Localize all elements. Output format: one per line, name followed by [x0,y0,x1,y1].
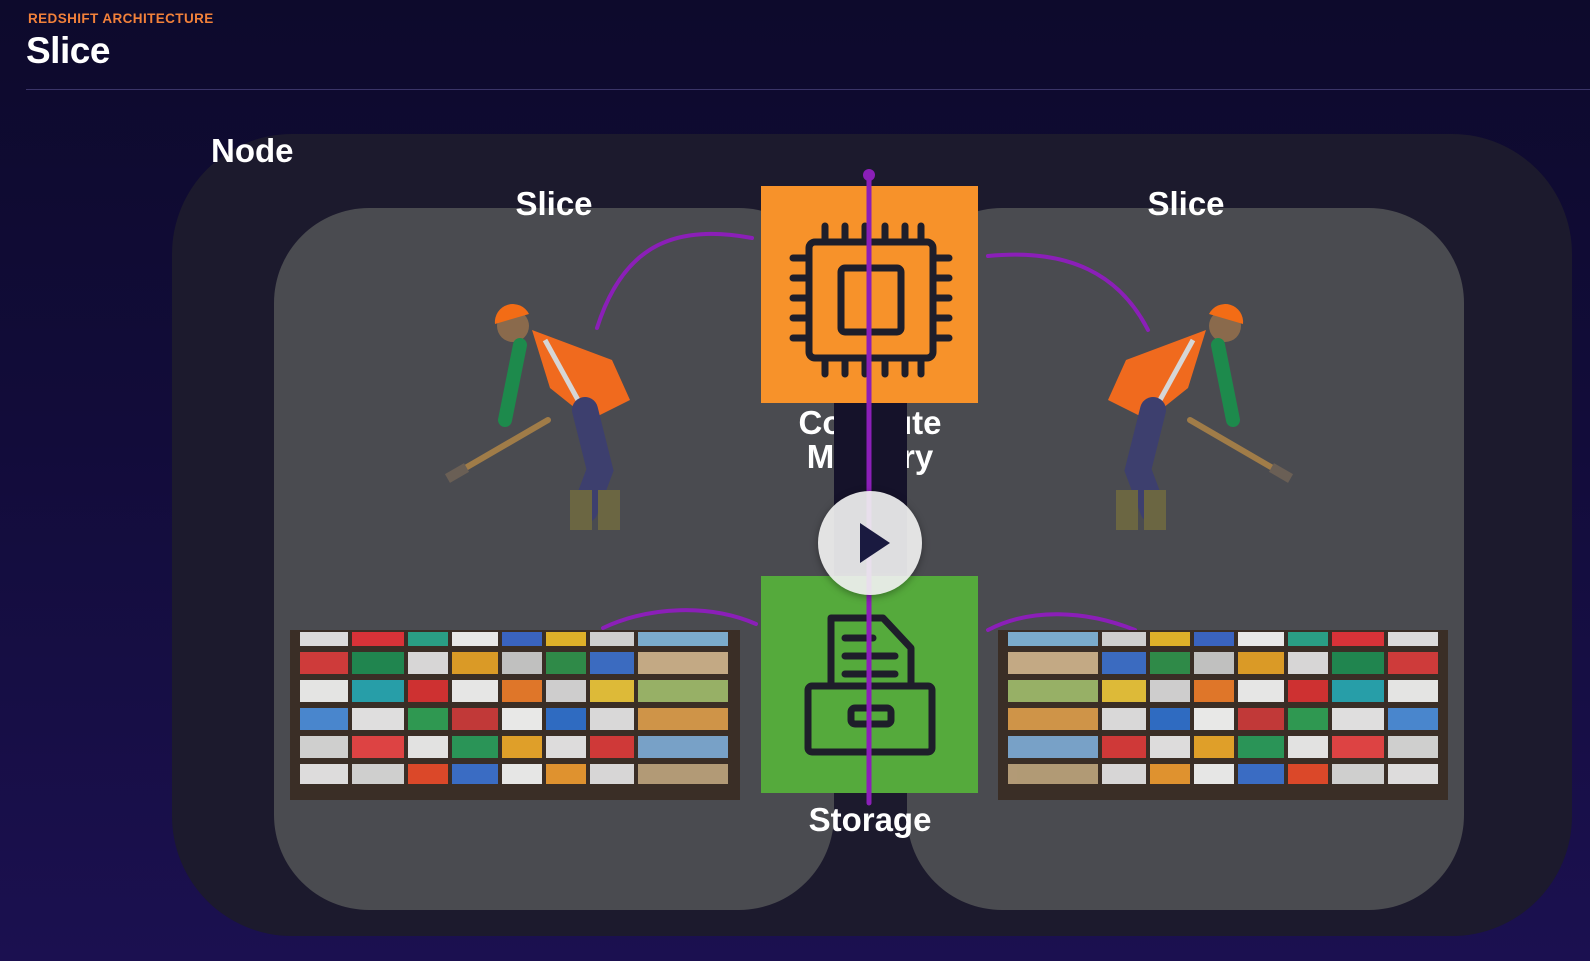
center-connector-dot [863,169,875,181]
slice-right-label: Slice [1147,185,1225,222]
header-divider [26,89,1590,90]
page-title: Slice [26,30,110,71]
cpu-chip-icon [789,222,953,378]
node-label: Node [211,132,294,169]
slice-left-label: Slice [515,185,593,222]
crates-right-image [998,630,1448,800]
storage-label: Storage [808,801,932,838]
worker-right-icon [1108,304,1294,530]
play-icon [860,523,890,563]
connector-lines [595,231,1150,632]
section-eyebrow: REDSHIFT ARCHITECTURE [28,11,214,26]
worker-left-icon [444,304,630,530]
crates-left-image [290,630,740,800]
play-button[interactable] [818,491,922,595]
